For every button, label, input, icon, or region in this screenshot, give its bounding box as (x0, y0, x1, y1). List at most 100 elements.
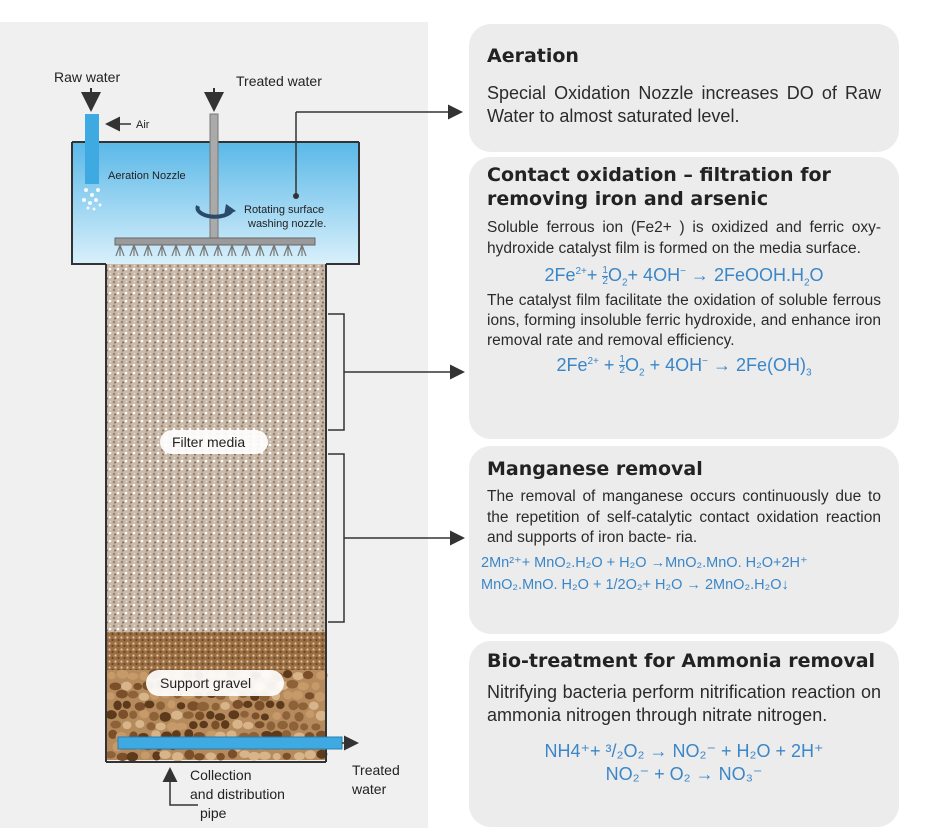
gravel-stone (116, 689, 128, 699)
gravel-stone (211, 720, 220, 730)
gravel-stone (311, 682, 320, 691)
eq1-term-a: 2Fe (544, 265, 576, 285)
gravel-stone (113, 700, 122, 711)
card-bio-title: Bio-treatment for Ammonia removal (487, 650, 876, 672)
eq1-frac-num: 1 (602, 264, 608, 277)
rotation-arrowhead-icon (224, 204, 236, 216)
gravel-stone (159, 712, 171, 722)
eq1-term-f: O (809, 265, 824, 285)
gravel-stone (127, 690, 139, 699)
gravel-stone (118, 709, 129, 719)
eq1-frac-den: 2 (602, 275, 608, 287)
tank-outline-right-top (326, 142, 360, 265)
label-treated-water-bottom-2: water (351, 781, 387, 797)
gravel-stone (292, 672, 304, 680)
gravel-stone (171, 710, 183, 720)
gravel-stone (294, 712, 304, 722)
card-bio-equation-1: NH4⁺+ ³/₂O₂ → NO₂⁻ + H₂O + 2H⁺ (544, 741, 824, 761)
nozzle-jet (199, 244, 209, 257)
nozzle-jet (269, 244, 279, 257)
gravel-stone (266, 721, 276, 731)
card-aeration: Aeration Special Oxidation Nozzle increa… (469, 24, 899, 152)
gravel-stone (314, 691, 326, 702)
gravel-stone (232, 699, 244, 709)
gravel-stone (248, 751, 260, 761)
eq2-arrow: → (707, 354, 736, 375)
gravel-stone (308, 701, 319, 711)
eq1-sup-d: − (680, 266, 686, 277)
eq1-sup-a: 2+ (575, 266, 587, 277)
gravel-stone (106, 692, 115, 700)
gravel-stone (184, 729, 194, 739)
label-treated-water-top: Treated water (236, 73, 322, 89)
gravel-stone (254, 721, 265, 729)
eq1-term-d: + 4OH (627, 265, 681, 285)
gravel-stone (166, 721, 178, 732)
gravel-stone (272, 711, 281, 720)
gravel-stone (282, 752, 291, 760)
gravel-stone (206, 710, 215, 720)
gravel-stone (121, 681, 132, 691)
gravel-stone (283, 670, 293, 679)
gravel-stone (227, 749, 238, 759)
treated-water-pipe (209, 113, 219, 240)
eq2-frac-num: 1 (619, 354, 625, 367)
gravel-stone (182, 711, 194, 719)
gravel-stone (134, 702, 146, 711)
gravel-stone (152, 751, 161, 761)
gravel-stone (315, 710, 327, 721)
gravel-stone (240, 710, 249, 718)
gravel-stone (195, 711, 205, 721)
card-manganese-equation-1: 2Mn²⁺+ MnO₂.H₂O + H₂O →MnO₂.MnO. H₂O+2H⁺ (481, 554, 808, 571)
label-aeration-nozzle: Aeration Nozzle (108, 170, 186, 182)
card-manganese-equation-2: MnO₂.MnO. H₂O + 1/2O₂+ H₂O → 2MnO₂.H₂O↓ (481, 576, 789, 593)
gravel-stone (304, 692, 315, 700)
bracket-manganese (328, 453, 345, 623)
gravel-stone (288, 721, 299, 731)
gravel-stone (156, 701, 165, 711)
gravel-stone (261, 731, 273, 739)
gravel-stone (228, 710, 240, 720)
gravel-stone (254, 700, 265, 711)
gravel-stone (107, 671, 116, 680)
gravel-stone (239, 750, 250, 758)
gravel-stone (298, 702, 309, 711)
card-aeration-title: Aeration (487, 45, 579, 67)
gravel-stone (305, 710, 315, 719)
gravel-stone (293, 752, 305, 761)
gravel-stone (214, 713, 226, 721)
tank-outline-left-top (71, 142, 106, 265)
bracket-contact-oxidation (328, 313, 345, 431)
fine-gravel-layer (106, 632, 326, 670)
gravel-stone (172, 730, 181, 739)
gravel-stone (140, 751, 150, 760)
eq2-term-c: O (624, 354, 639, 375)
gravel-stone (286, 679, 299, 689)
gravel-stone (116, 669, 129, 679)
gravel-stone (206, 730, 218, 738)
gravel-stone (122, 721, 132, 730)
aeration-bubbles (82, 188, 102, 211)
card-bio-treatment: Bio-treatment for Ammonia removal Nitrif… (469, 641, 899, 827)
nozzle-jet (171, 244, 181, 257)
gravel-stone (304, 750, 316, 760)
gravel-stone (167, 700, 176, 709)
support-gravel-pill (146, 670, 284, 696)
gravel-stone (302, 670, 314, 680)
gravel-stone (189, 721, 198, 730)
nozzle-jet (129, 244, 139, 257)
gravel-stone (197, 701, 209, 712)
gravel-stone (122, 700, 131, 709)
nozzle-jet (185, 244, 195, 257)
gravel-stone (138, 692, 150, 701)
gravel-stone (243, 700, 253, 708)
label-rotating-nozzle-1: Rotating surface (244, 204, 324, 216)
nozzle-jet (297, 244, 307, 257)
nozzle-jet (241, 244, 251, 257)
nozzle-jets (115, 244, 307, 257)
card-aeration-body: Special Oxidation Nozzle increases DO of… (487, 83, 881, 126)
gravel-stone (149, 711, 159, 721)
eq1-term-c: O (607, 265, 622, 285)
card-contact-oxidation: Contact oxidation – filtration for remov… (469, 157, 899, 439)
